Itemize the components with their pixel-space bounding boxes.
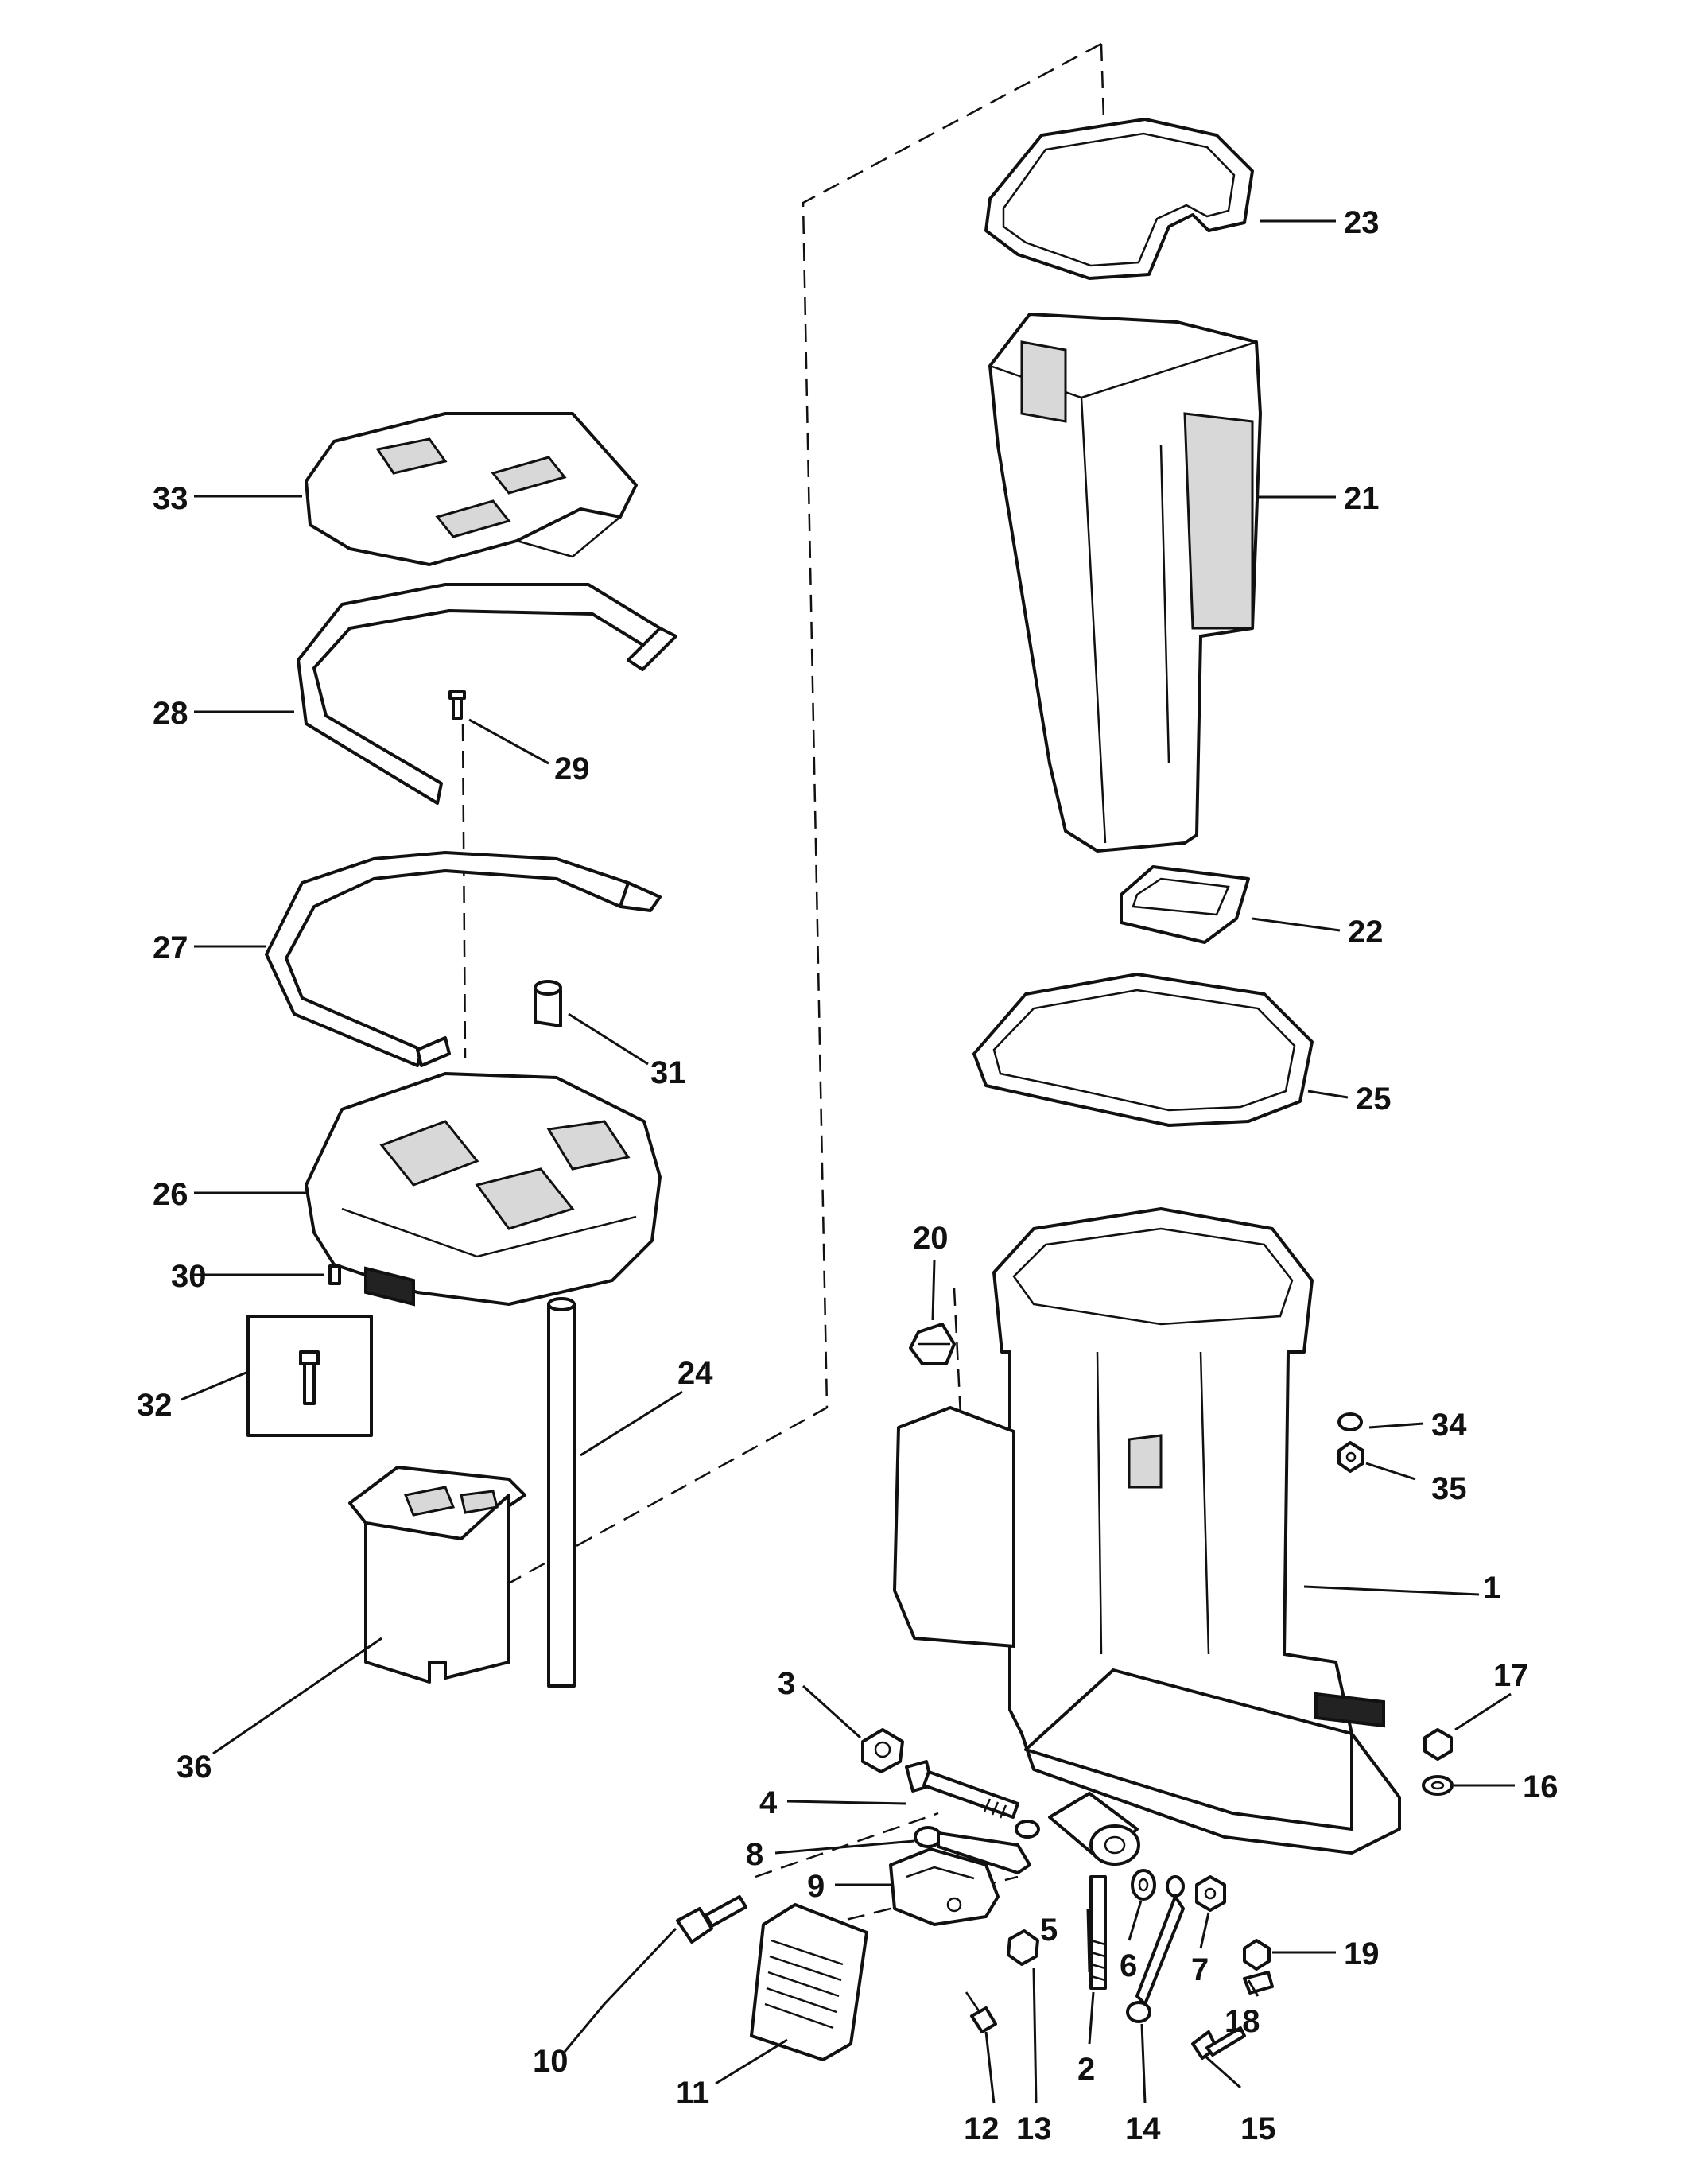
callout-22: 22: [1348, 915, 1384, 950]
part-35-nut: [1337, 1441, 1364, 1473]
callout-33: 33: [153, 481, 188, 516]
part-33-gasket: [305, 412, 638, 566]
part-19-nut: [1243, 1939, 1271, 1971]
callout-6: 6: [1120, 1948, 1137, 1983]
part-29-screw: [448, 690, 466, 720]
callout-36: 36: [177, 1750, 212, 1785]
part-10-bolt: [676, 1895, 747, 1944]
part-18-washer: [1243, 1971, 1274, 1995]
callout-28: 28: [153, 696, 188, 731]
part-21-exhaust-housing: [988, 313, 1262, 853]
callout-21: 21: [1344, 481, 1380, 516]
callout-25: 25: [1356, 1082, 1392, 1117]
callout-9: 9: [807, 1869, 825, 1904]
callout-labels: 1 2 3 4 5 6 7 8 9 10 11 12 13 14 15 16 1…: [137, 205, 1559, 2146]
callout-8: 8: [746, 1837, 763, 1872]
part-9-bracket: [889, 1847, 1000, 1926]
callout-4: 4: [759, 1785, 778, 1820]
callout-16: 16: [1523, 1769, 1559, 1804]
callout-24: 24: [677, 1356, 713, 1391]
part-25-gasket: [972, 973, 1314, 1127]
callout-18: 18: [1225, 2004, 1260, 2039]
callout-35: 35: [1431, 1471, 1467, 1506]
callout-7: 7: [1191, 1952, 1209, 1987]
part-26-adaptor-plate: [305, 1072, 662, 1307]
part-2-stud: [1089, 1875, 1107, 1990]
callout-5: 5: [1040, 1913, 1058, 1948]
part-22-seal: [1120, 865, 1250, 944]
callout-10: 10: [533, 2044, 569, 2079]
part-1-driveshaft-housing: [893, 1207, 1401, 1855]
callout-13: 13: [1016, 2111, 1052, 2146]
callout-11: 11: [676, 2076, 709, 2111]
part-7-nut: [1195, 1875, 1226, 1912]
callout-3: 3: [778, 1666, 795, 1701]
part-17-nut: [1423, 1728, 1453, 1761]
part-11-trim-tab: [750, 1903, 868, 2061]
callout-32: 32: [137, 1388, 173, 1423]
callout-29: 29: [554, 752, 590, 787]
callout-30: 30: [171, 1259, 207, 1294]
callout-15: 15: [1240, 2111, 1276, 2146]
part-12-screw: [965, 1991, 997, 2033]
part-14-wire-lead: [1126, 1875, 1185, 2023]
callout-1: 1: [1483, 1571, 1500, 1606]
callout-2: 2: [1077, 2052, 1095, 2087]
callout-14: 14: [1125, 2111, 1161, 2146]
callout-leaders: [181, 219, 1515, 2104]
part-24-water-tube: [547, 1297, 576, 1688]
part-27-seal: [265, 851, 662, 1067]
callout-23: 23: [1344, 205, 1380, 240]
part-6-washer: [1131, 1869, 1156, 1901]
part-3-nut: [861, 1728, 904, 1773]
part-23-gasket: [984, 118, 1254, 280]
part-30-dowel-pin: [328, 1264, 341, 1285]
callout-17: 17: [1493, 1658, 1529, 1693]
callout-31: 31: [650, 1055, 686, 1090]
part-4-bolt: [905, 1760, 1019, 1819]
callout-27: 27: [153, 930, 188, 965]
part-5-anode: [1048, 1792, 1140, 1866]
part-16-washer: [1422, 1775, 1454, 1796]
callout-34: 34: [1431, 1408, 1467, 1443]
part-13-nut: [1007, 1929, 1039, 1966]
callout-19: 19: [1344, 1936, 1380, 1971]
part-31-bushing: [534, 980, 562, 1027]
part-15-screw: [1191, 2026, 1246, 2060]
callout-26: 26: [153, 1177, 188, 1212]
part-32-screw-kit: [246, 1315, 373, 1437]
part-20-plug: [909, 1323, 956, 1365]
callout-12: 12: [964, 2111, 1000, 2146]
part-8-ground-strap: [914, 1820, 1040, 1874]
part-36-exhaust-block: [348, 1466, 526, 1684]
callout-20: 20: [913, 1221, 949, 1256]
part-28-seal: [297, 583, 677, 805]
part-34-washer: [1337, 1412, 1363, 1431]
